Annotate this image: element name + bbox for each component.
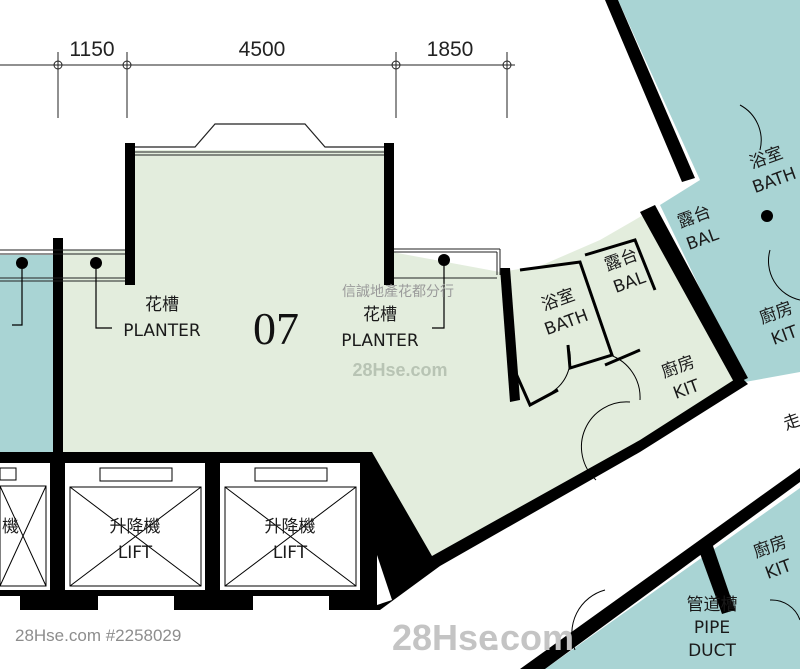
- pipe-duct-en2: DUCT: [688, 641, 736, 661]
- lifts: 機 升降機 LIFT 升降機 LIFT: [0, 463, 392, 610]
- site-watermark-mid: 28Hse.com: [352, 360, 447, 380]
- planter-edges: [0, 248, 501, 282]
- lift-label-zh: 機: [2, 517, 19, 537]
- lift-label-en: LIFT: [273, 543, 308, 563]
- pipe-duct-zh: 管道槽: [687, 595, 738, 615]
- lift-right: 升降機 LIFT: [220, 463, 360, 590]
- pipe-duct-en: PIPE: [694, 618, 730, 638]
- bay-window: [135, 123, 385, 148]
- corridor-label: 走: [781, 410, 800, 435]
- dimension-line: [0, 52, 515, 118]
- interior-walls: [508, 238, 657, 408]
- unit-number: 07: [253, 303, 299, 354]
- dimension-1150: 1150: [69, 38, 114, 61]
- planter-right-en: PLANTER: [341, 331, 419, 351]
- neighbor-unit-left: [0, 255, 58, 455]
- site-watermark-big-suffix: .com: [490, 617, 574, 658]
- planter-left-en: PLANTER: [123, 321, 201, 341]
- doors: [551, 104, 800, 651]
- dimension-4500: 4500: [239, 38, 286, 61]
- lift-middle: 升降機 LIFT: [65, 463, 205, 590]
- lift-label-zh: 升降機: [110, 517, 161, 537]
- planter-right-zh: 花槽: [363, 305, 397, 325]
- listing-watermark: 28Hse.com #2258029: [15, 626, 181, 645]
- site-watermark-big: 28Hse: [392, 617, 498, 658]
- neighbor-unit-bottom-right: [545, 488, 800, 669]
- lift-label-zh: 升降機: [265, 517, 316, 537]
- lift-left: 機: [0, 463, 50, 590]
- agency-watermark: 信誠地產花都分行: [342, 283, 454, 300]
- dimension-1850: 1850: [427, 38, 474, 61]
- lift-label-en: LIFT: [118, 543, 153, 563]
- neighbor-unit-top-right: [618, 0, 800, 382]
- planter-dots: [16, 210, 773, 269]
- planter-left-zh: 花槽: [145, 295, 179, 315]
